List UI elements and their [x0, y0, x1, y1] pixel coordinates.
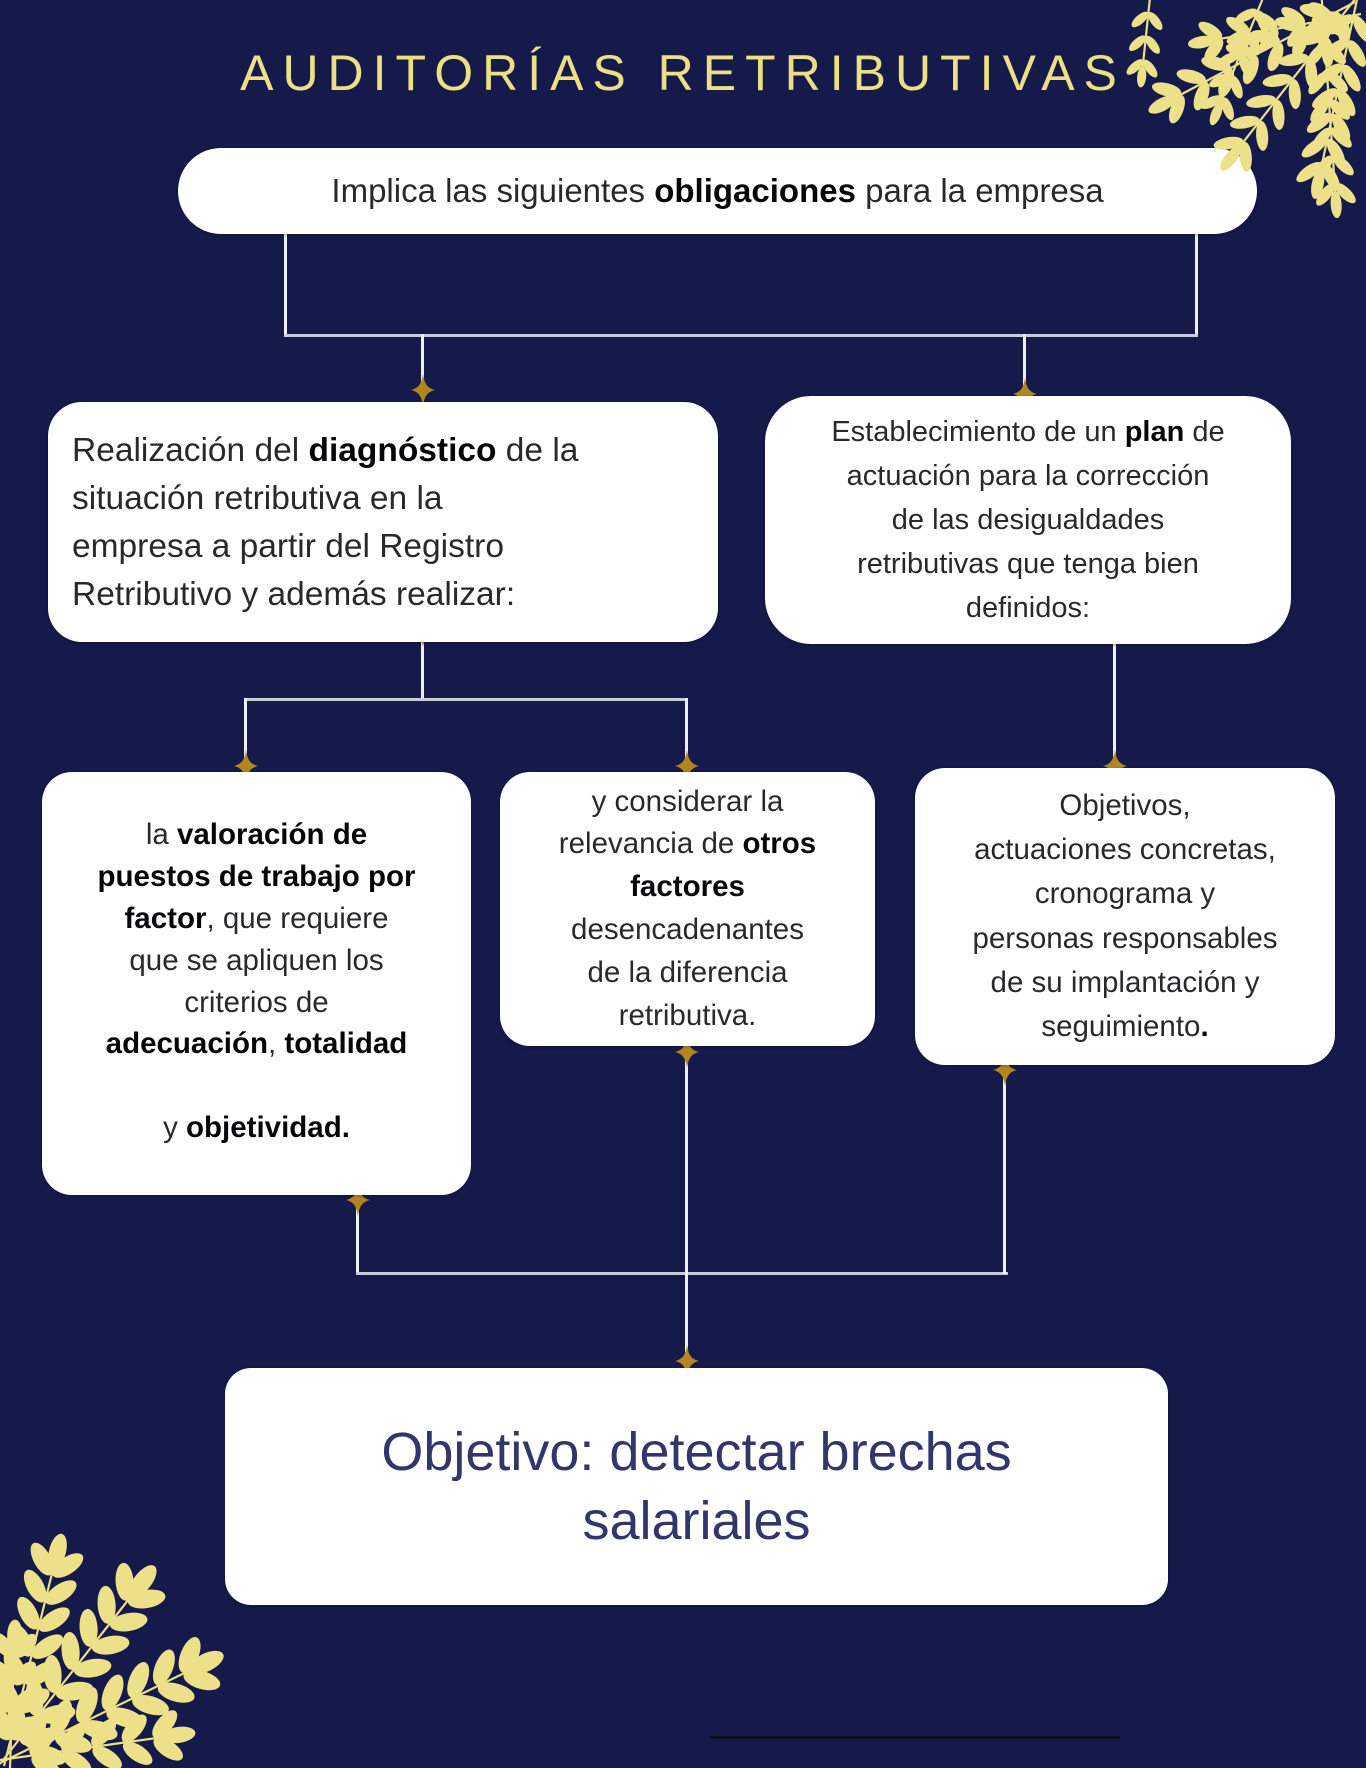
- connector-line: [244, 698, 688, 701]
- footer-underline: [710, 1736, 1120, 1739]
- connector-line: [421, 642, 424, 700]
- connector-line: [685, 1060, 688, 1355]
- connector-line: [1023, 334, 1026, 386]
- flow-box-obligaciones: Implica las siguientes obligaciones para…: [178, 148, 1257, 234]
- connector-line: [356, 1272, 1008, 1275]
- connector-line: [1113, 640, 1116, 758]
- flow-box-objetivos-plan: Objetivos,actuaciones concretas,cronogra…: [915, 768, 1335, 1065]
- connector-line: [421, 334, 424, 382]
- connector-line: [356, 1206, 359, 1274]
- connector-line: [1003, 1078, 1006, 1274]
- leaf-branch-decoration: [1126, 0, 1366, 219]
- connector-line: [244, 698, 247, 758]
- connector-line: [284, 234, 287, 335]
- leaf-branch-decoration: [0, 1533, 224, 1768]
- page-title: AUDITORÍAS RETRIBUTIVAS: [240, 45, 1126, 101]
- connector-line: [284, 334, 1198, 337]
- connector-line: [685, 698, 688, 758]
- connector-line: [1195, 234, 1198, 335]
